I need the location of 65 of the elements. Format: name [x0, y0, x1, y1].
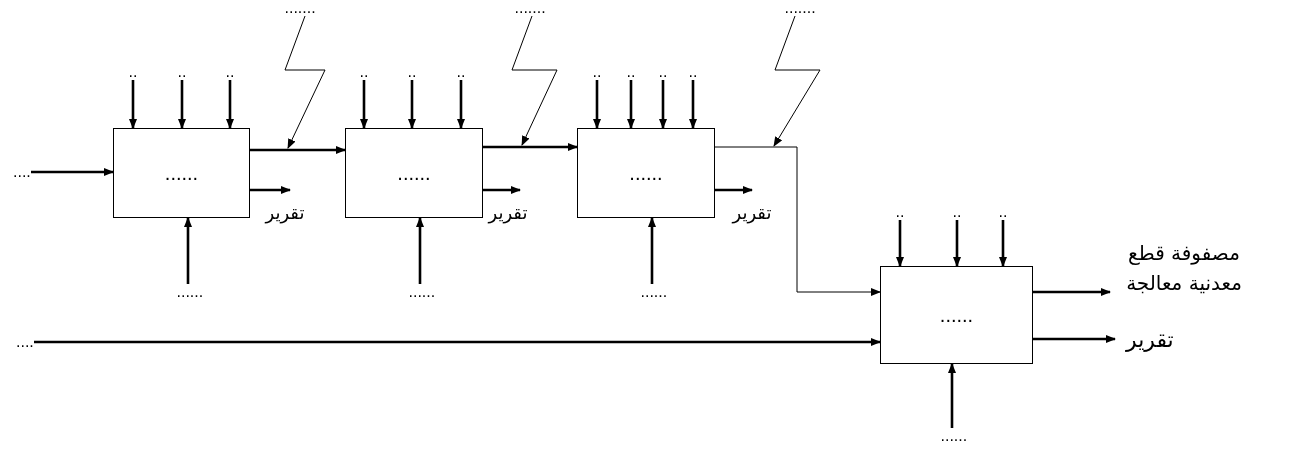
arrow — [627, 80, 635, 129]
arrow — [129, 80, 137, 129]
arrow — [948, 363, 956, 428]
arrow — [34, 338, 881, 346]
input-label: .. — [177, 64, 187, 80]
arrow — [483, 143, 578, 151]
input-label: .. — [456, 64, 466, 80]
output-label: تقرير — [265, 204, 305, 222]
arrow — [226, 80, 234, 129]
input-label: .. — [407, 64, 417, 80]
input-label: .... — [13, 164, 31, 180]
arrow — [953, 220, 961, 267]
process-box — [345, 128, 483, 218]
arrow — [31, 168, 114, 176]
input-label: .. — [952, 204, 962, 220]
arrow — [593, 80, 601, 129]
arrow — [1033, 288, 1111, 296]
output-label: تقرير — [1126, 329, 1174, 351]
arrow — [416, 217, 424, 284]
input-label: .. — [895, 204, 905, 220]
input-label: ...... — [940, 428, 968, 444]
arrow — [360, 80, 368, 129]
process-box — [113, 128, 250, 218]
box-label: ...... — [164, 161, 199, 185]
arrow — [483, 186, 521, 194]
arrow — [408, 80, 416, 129]
arrow — [250, 186, 291, 194]
input-label: .. — [592, 64, 602, 80]
output-label: تقرير — [732, 204, 772, 222]
box-label: ...... — [629, 161, 663, 185]
arrow — [184, 217, 192, 284]
arrow — [659, 80, 667, 129]
arrow — [457, 80, 465, 129]
arrow — [250, 146, 346, 154]
signal-label: ....... — [784, 0, 816, 16]
arrow — [714, 146, 881, 296]
arrow — [999, 220, 1007, 267]
arrow — [896, 220, 904, 267]
arrow — [715, 186, 753, 194]
input-label: ...... — [640, 284, 668, 300]
process-box — [577, 128, 715, 218]
arrow — [689, 80, 697, 129]
input-label: .. — [128, 64, 138, 80]
input-label: ...... — [176, 284, 204, 300]
arrow — [178, 80, 186, 129]
input-label: ...... — [408, 284, 436, 300]
input-label: .. — [626, 64, 636, 80]
input-label: .. — [688, 64, 698, 80]
box-label: ...... — [397, 161, 431, 185]
signal-label: ....... — [284, 0, 316, 16]
input-label: .. — [998, 204, 1008, 220]
input-label: .. — [359, 64, 369, 80]
output-label: مصفوفة قطع معدنية معالجة — [1110, 238, 1258, 298]
input-label: .. — [225, 64, 235, 80]
arrow — [1033, 335, 1116, 343]
signal-label: ....... — [514, 0, 546, 16]
signal-arrow — [773, 15, 821, 147]
arrow — [648, 217, 656, 284]
process-box — [880, 266, 1033, 364]
box-label: ...... — [939, 303, 974, 327]
input-label: .. — [658, 64, 668, 80]
input-label: .... — [16, 334, 34, 350]
signal-arrow — [284, 15, 326, 149]
signal-arrow — [511, 15, 558, 146]
output-label: تقرير — [488, 204, 528, 222]
